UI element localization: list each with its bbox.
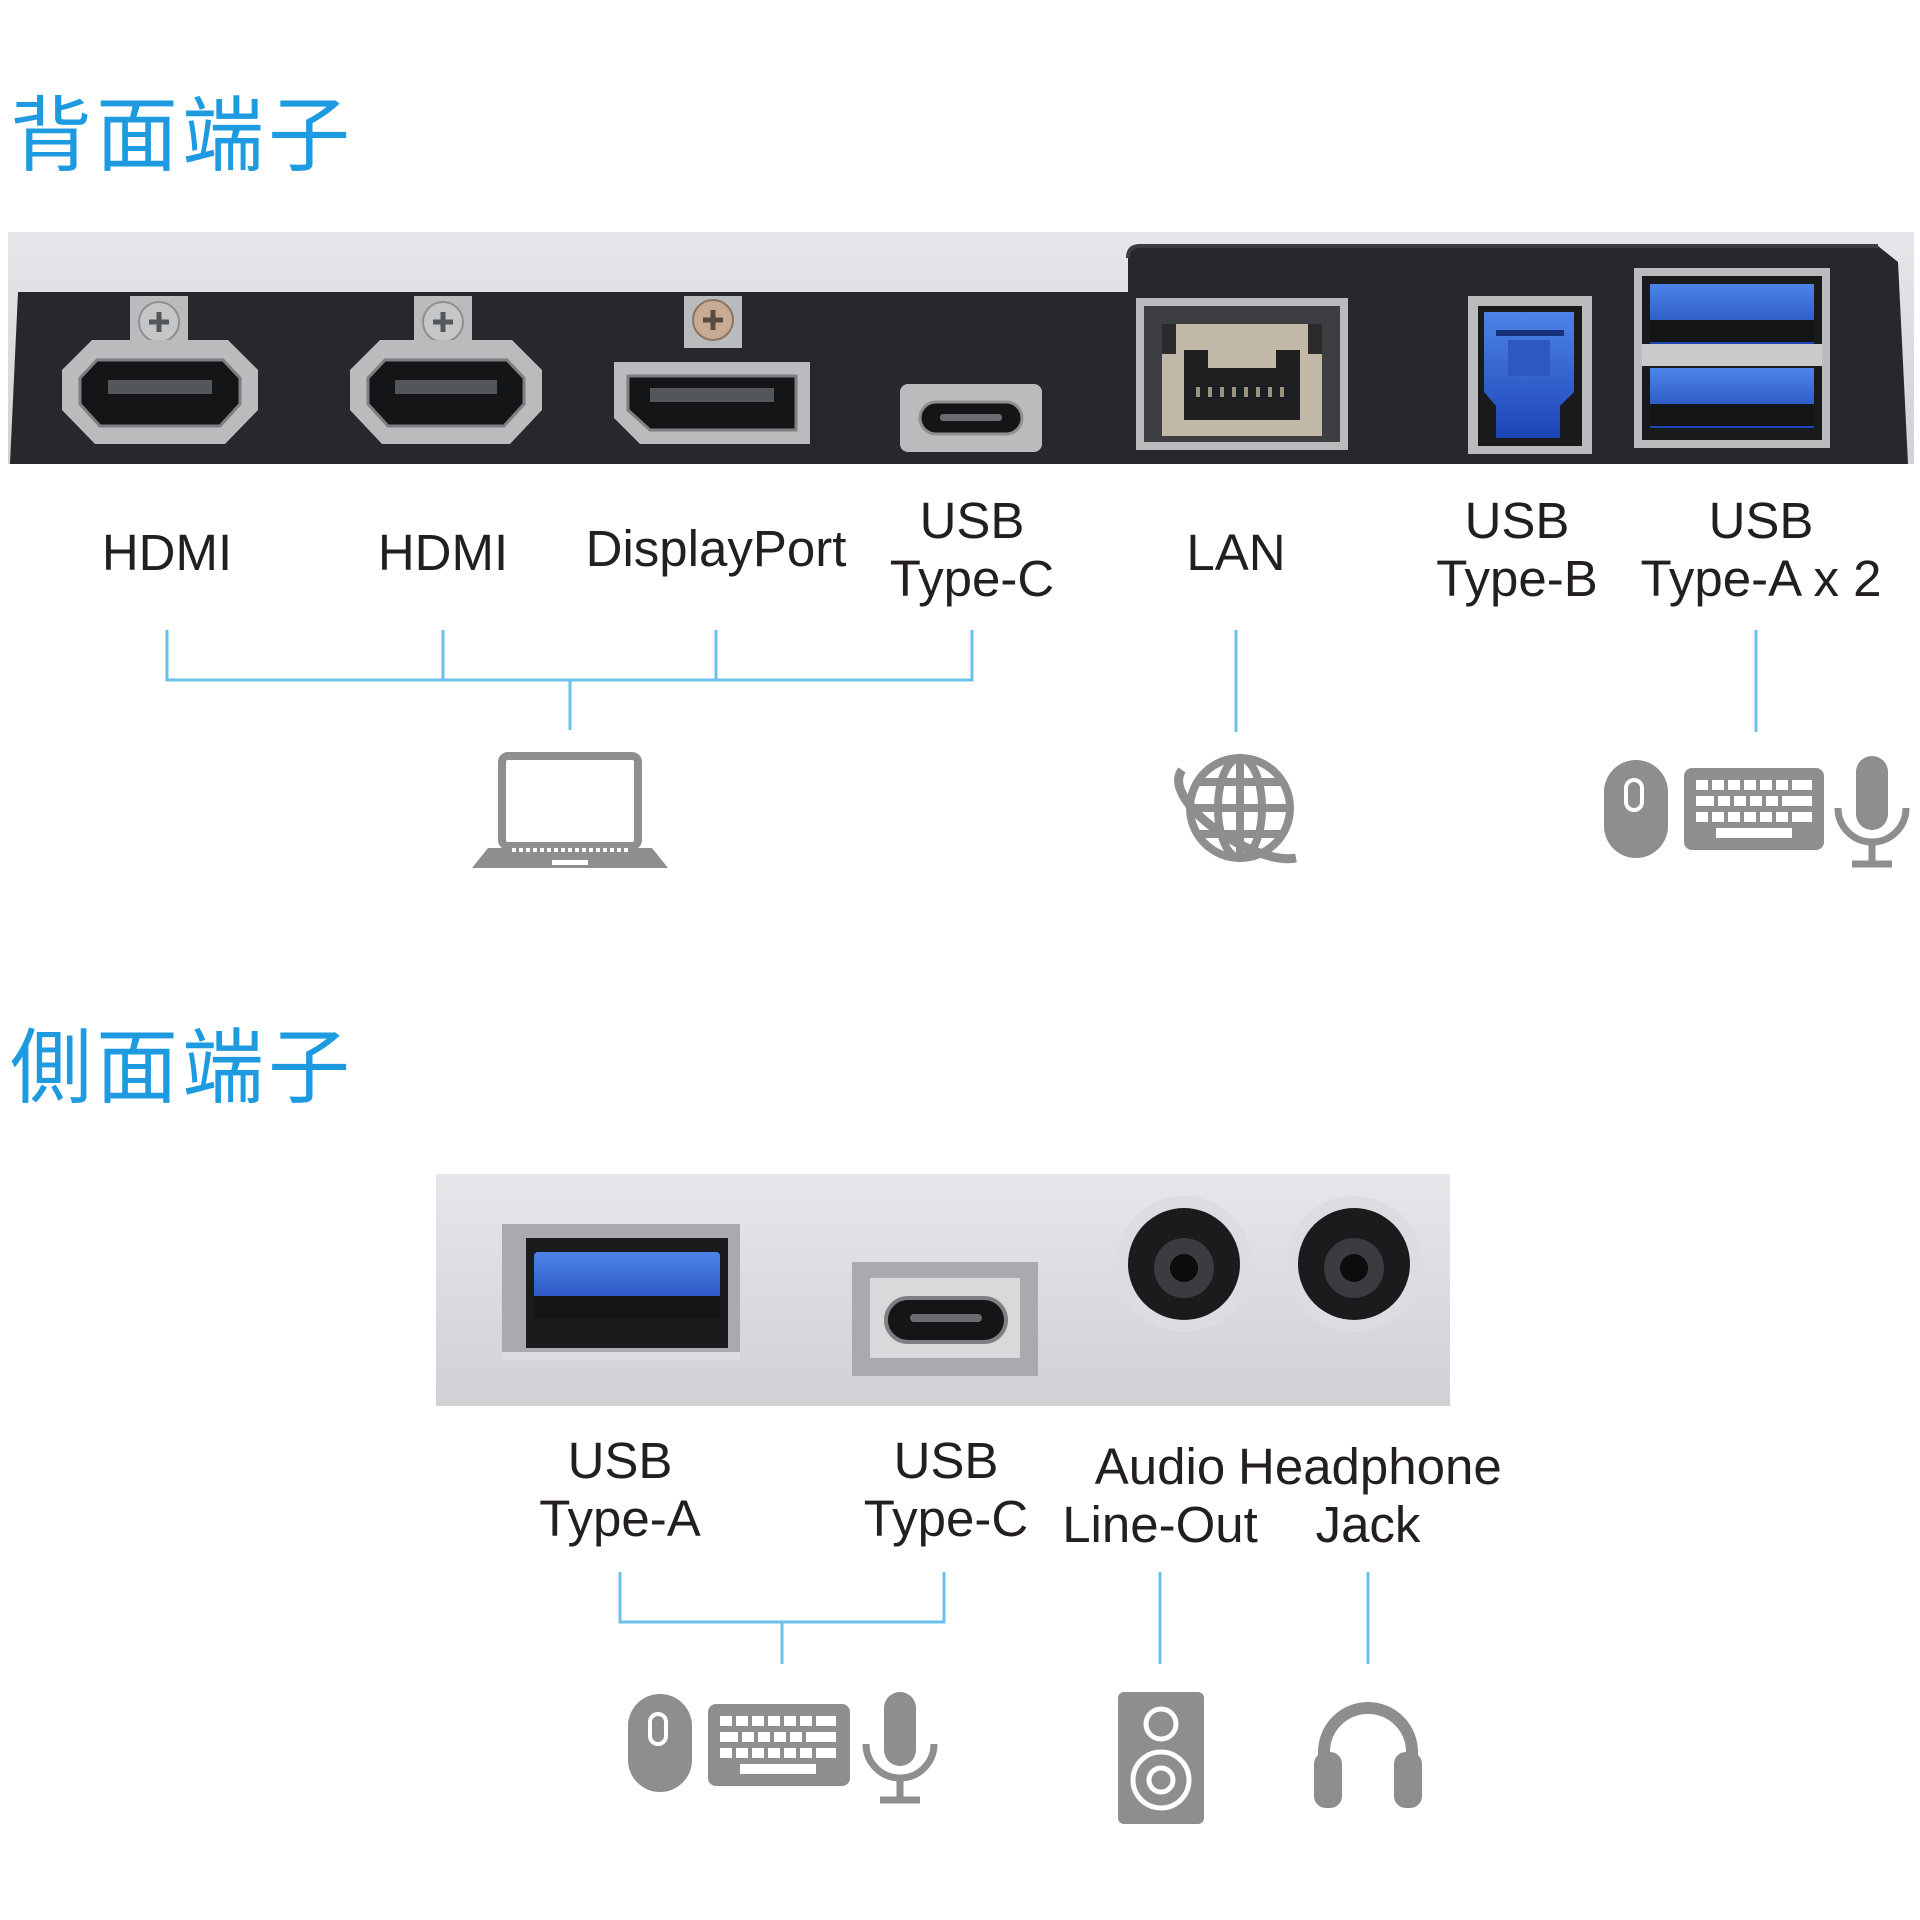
- laptop-icon: [472, 752, 668, 868]
- usb-c-port-side-photo: [852, 1262, 1038, 1376]
- globe-icon: [1174, 754, 1297, 864]
- rear-port-label-displayport: DisplayPort: [585, 520, 847, 577]
- headphones-icon: [1314, 1702, 1422, 1808]
- usb-a-port-side-photo: [502, 1224, 740, 1360]
- mouse-icon: [628, 1694, 692, 1792]
- hdmi-port-2-photo: [350, 296, 542, 444]
- audio-line-out-jack-photo: [1116, 1196, 1252, 1332]
- rear-connector-lines: [165, 630, 1758, 732]
- usb-c-port-rear-photo: [900, 384, 1042, 452]
- rear-port-label-lan: LAN: [1186, 524, 1286, 581]
- side-connector-lines: [618, 1572, 1370, 1664]
- headphone-jack-photo: [1286, 1196, 1422, 1332]
- speaker-icon: [1118, 1692, 1204, 1824]
- keyboard-icon: [1684, 768, 1824, 850]
- keyboard-icon: [708, 1704, 850, 1786]
- mouse-icon: [1604, 760, 1668, 858]
- usb-b-port-photo: [1468, 296, 1592, 454]
- displayport-photo: [614, 296, 810, 444]
- lan-port-photo: [1136, 298, 1348, 450]
- rear-port-label-hdmi-1: HDMI: [101, 524, 233, 581]
- side-section-title: 側面端子: [10, 1021, 355, 1116]
- rear-port-label-hdmi-2: HDMI: [377, 524, 509, 581]
- usb-a-dual-port-photo: [1634, 268, 1830, 448]
- hdmi-port-1-photo: [62, 296, 258, 444]
- side-panel-photo: [436, 1174, 1450, 1406]
- microphone-icon: [862, 1692, 938, 1804]
- rear-section-title: 背面端子: [10, 89, 355, 184]
- microphone-icon: [1834, 756, 1910, 868]
- rear-panel-photo: [8, 232, 1914, 464]
